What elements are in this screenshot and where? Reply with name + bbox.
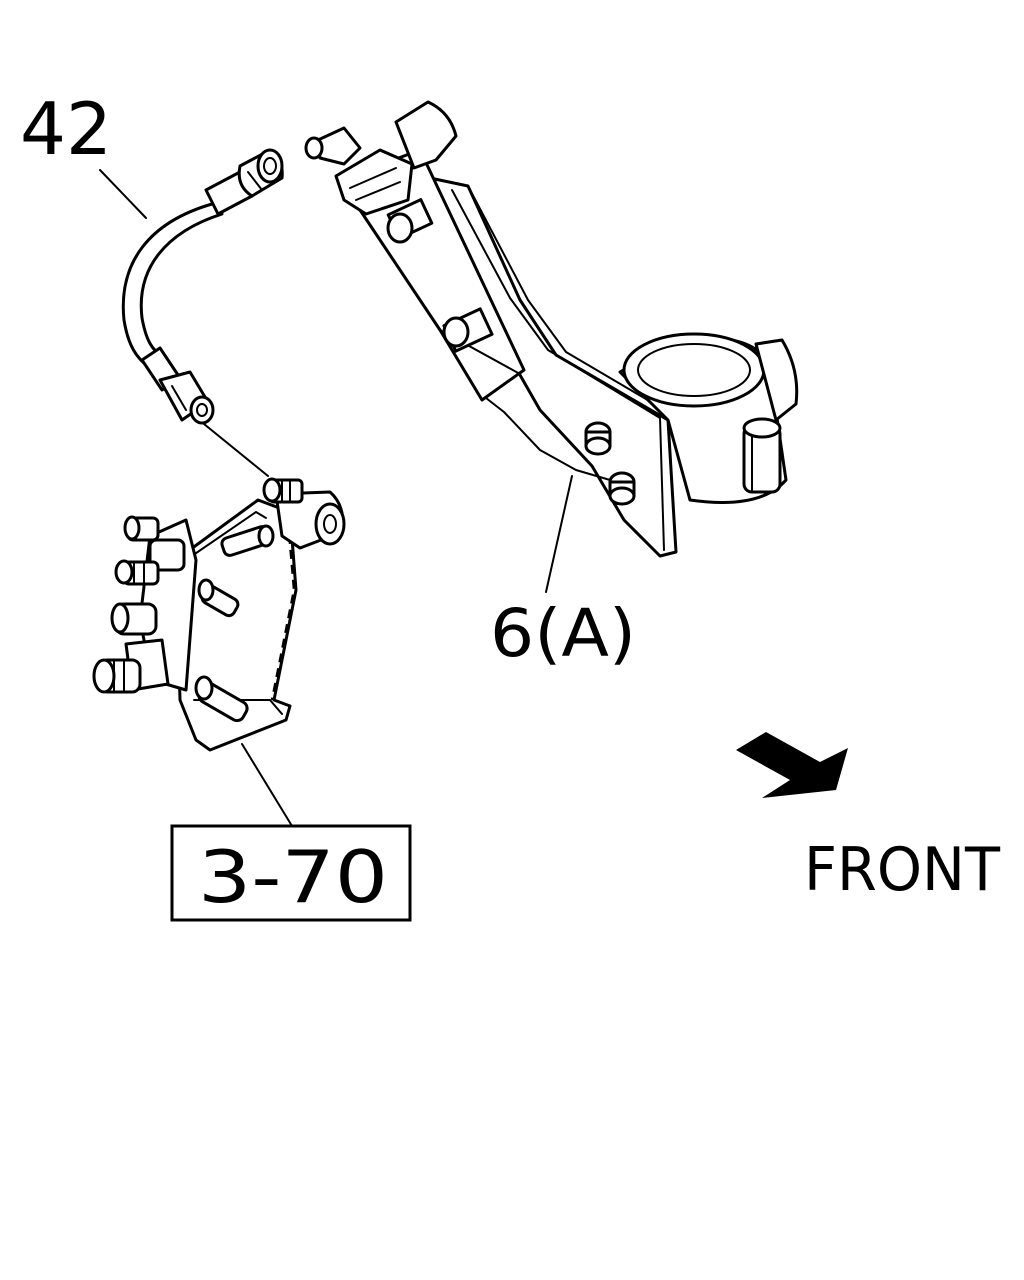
post-icon (386, 198, 434, 244)
threaded-nipple-icon (262, 477, 304, 504)
stud-icon (197, 578, 240, 618)
stud-icon (194, 675, 249, 723)
cylinder-housing (618, 332, 799, 504)
hose-assembly (121, 148, 284, 477)
bolt-icon (608, 471, 636, 506)
reference-box (170, 824, 412, 922)
callout-switch-number: 6(A) (490, 595, 636, 672)
stud-icon (220, 524, 275, 557)
fitting-icon (123, 515, 160, 542)
front-label: FRONT (804, 835, 1000, 905)
fitting-icon (110, 602, 158, 636)
switch-assembly (304, 100, 799, 558)
bolt-icon (584, 421, 612, 456)
leader-line (99, 169, 147, 219)
valve-assembly (92, 477, 346, 752)
fitting-icon (114, 538, 186, 586)
post-icon (442, 307, 494, 353)
front-arrow-icon (736, 732, 848, 798)
callout-hose-number: 42 (20, 87, 112, 171)
callout-reference-number: 3-70 (198, 835, 388, 919)
leader-line (241, 743, 293, 827)
leader-line (545, 475, 573, 593)
fitting-icon (92, 638, 170, 694)
